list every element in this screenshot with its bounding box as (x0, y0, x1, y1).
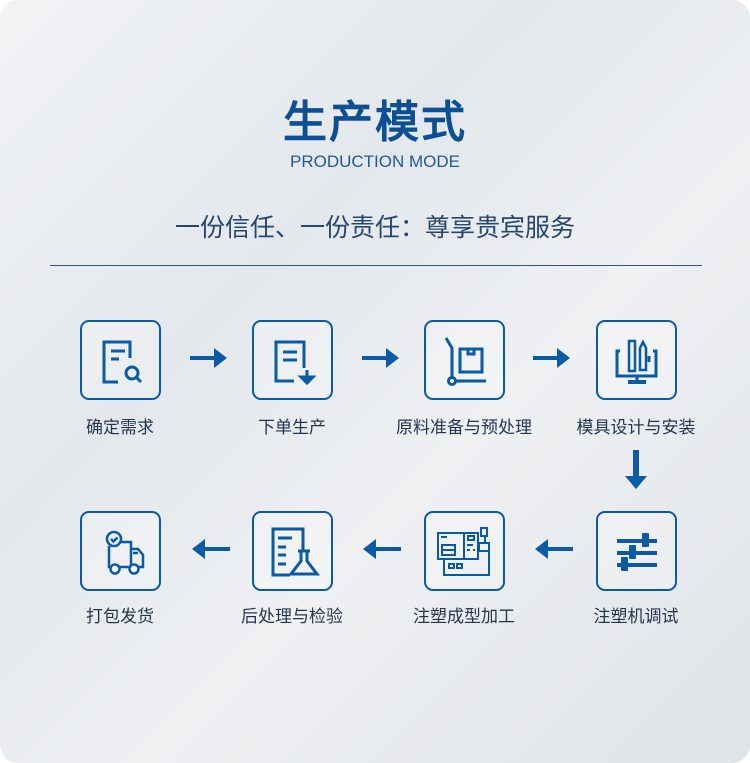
step-box-3 (424, 320, 505, 400)
arrow-left-icon (535, 539, 573, 559)
arrow-right-icon (362, 348, 399, 368)
step-box-6 (424, 511, 505, 591)
divider (50, 265, 702, 266)
monitor-design-tools-icon (615, 339, 658, 384)
step-label-7: 后处理与检验 (241, 607, 343, 627)
step-box-7 (252, 511, 333, 591)
hand-truck-icon (444, 337, 486, 386)
arrow-right-icon (533, 348, 570, 368)
injection-machine-icon (437, 527, 490, 576)
step-label-8: 打包发货 (86, 607, 154, 627)
step-label-1: 确定需求 (86, 418, 154, 438)
arrow-down-icon (625, 450, 647, 489)
arrow-right-icon (190, 348, 227, 368)
step-label-4: 模具设计与安装 (576, 418, 696, 438)
arrow-left-icon (363, 539, 401, 559)
document-search-icon (102, 340, 143, 384)
step-box-1 (80, 320, 161, 400)
page-title: 生产模式 (283, 97, 467, 148)
tagline: 一份信任、一份责任：尊享贵宾服务 (174, 213, 575, 242)
delivery-truck-icon (105, 530, 145, 575)
page-subtitle: PRODUCTION MODE (290, 152, 460, 171)
document-download-icon (274, 340, 317, 386)
step-label-3: 原料准备与预处理 (396, 418, 532, 438)
step-box-8 (80, 511, 161, 591)
report-flask-icon (271, 527, 321, 577)
step-box-5 (596, 511, 677, 591)
step-label-5: 注塑机调试 (593, 607, 679, 627)
arrow-left-icon (192, 539, 230, 559)
sliders-icon (617, 533, 657, 571)
step-label-6: 注塑成型加工 (413, 607, 515, 627)
step-box-4 (596, 320, 677, 400)
step-box-2 (252, 320, 333, 400)
step-label-2: 下单生产 (258, 418, 326, 438)
